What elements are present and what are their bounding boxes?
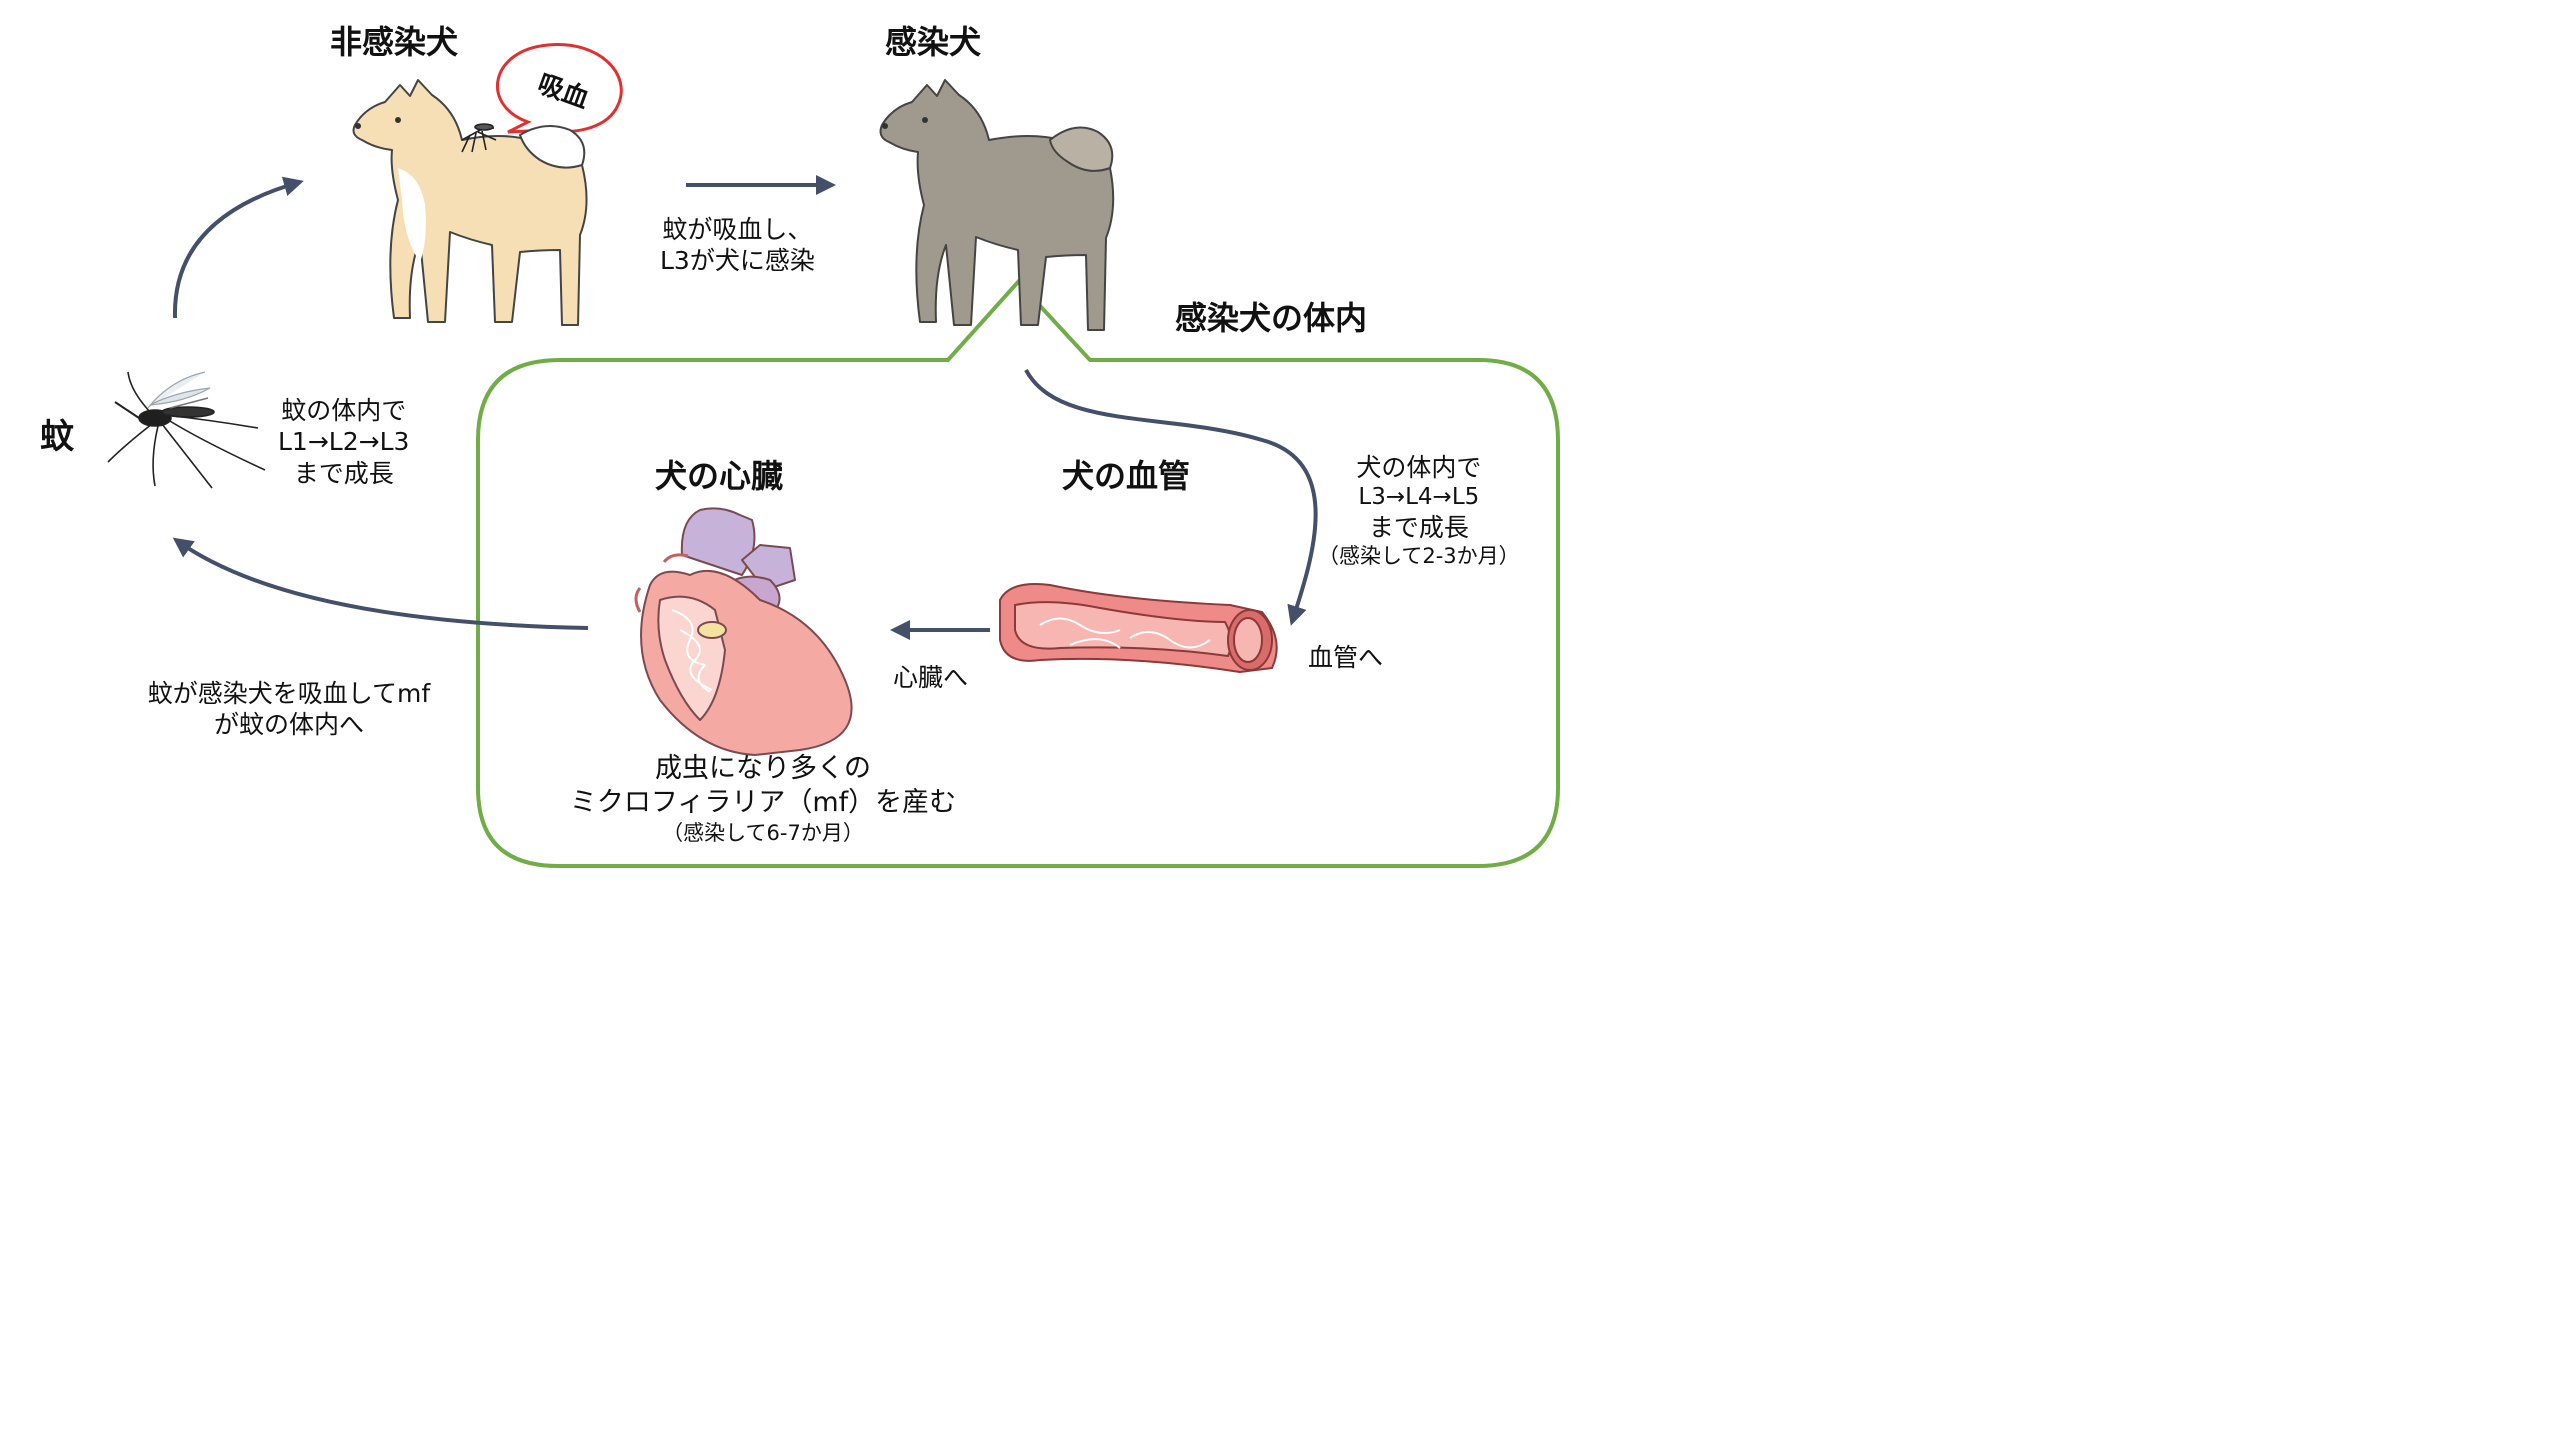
uninfected-dog-icon (352, 79, 588, 326)
mosquito-title: 蚊 (40, 417, 74, 457)
diagram-artwork: 吸血 (107, 43, 1560, 868)
adult-worms-line1: 成虫になり多くの (655, 753, 871, 784)
mosquito-icon (107, 371, 266, 489)
heart-icon (634, 507, 853, 756)
in-dog-line2: L3→L4→L5 (1358, 484, 1480, 511)
blood-vessel-icon (999, 583, 1278, 674)
back-to-mosquito-label: 蚊が感染犬を吸血してmf が蚊の体内へ (108, 678, 470, 741)
in-mosquito-line3: まで成長 (293, 458, 394, 488)
adult-worms-line2: ミクロフィラリア（mf）を産む (569, 786, 957, 818)
infected-dog-title: 感染犬 (885, 23, 982, 61)
in-dog-line4: （感染して2-3か月） (1318, 544, 1520, 569)
uninfected-dog-title: 非感染犬 (330, 23, 459, 61)
arrow-mosquito-to-uninfected-dog (172, 176, 304, 319)
in-mosquito-line2: L1→L2→L3 (278, 427, 410, 457)
infected-dog-icon (879, 79, 1115, 331)
biting-mosquito-icon (461, 123, 497, 153)
in-mosquito-line1: 蚊の体内で (281, 396, 407, 425)
in-dog-line3: まで成長 (1368, 513, 1469, 542)
heartworm-life-cycle-diagram: 吸血 非感染犬 感染犬 感染犬の体内 蚊 犬の心臓 犬の血管 蚊が吸血し、 L3… (0, 0, 1568, 881)
back-to-mosquito-line1: 蚊が感染犬を吸血してmf (147, 679, 431, 708)
infected-dog-body-frame (476, 279, 1560, 868)
to-heart-label: 心臓へ (893, 663, 969, 692)
dog-blood-vessel-title: 犬の血管 (1062, 457, 1191, 495)
mosquito-bites-label: 蚊が吸血し、 L3が犬に感染 (660, 214, 815, 277)
in-dog-line1: 犬の体内で (1356, 453, 1482, 482)
bite-speech-bubble (496, 43, 623, 134)
mosquito-bites-line1: 蚊が吸血し、 (662, 215, 813, 244)
to-vessel-label: 血管へ (1308, 643, 1384, 672)
inside-infected-dog-title: 感染犬の体内 (1175, 299, 1368, 337)
in-mosquito-label: 蚊の体内で L1→L2→L3 まで成長 (278, 395, 409, 489)
mosquito-bites-line2: L3が犬に感染 (660, 246, 815, 276)
adult-worms-label: 成虫になり多くの ミクロフィラリア（mf）を産む （感染して6-7か月） (538, 752, 988, 846)
adult-worms-line3: （感染して6-7か月） (662, 820, 864, 845)
in-dog-label: 犬の体内で L3→L4→L5 まで成長 （感染して2-3か月） (1318, 452, 1520, 570)
back-to-mosquito-line2: が蚊の体内へ (213, 710, 364, 740)
arrow-dog-to-blood-vessel (1024, 369, 1318, 626)
arrow-heart-to-mosquito (172, 537, 589, 630)
dog-heart-title: 犬の心臓 (655, 457, 784, 495)
